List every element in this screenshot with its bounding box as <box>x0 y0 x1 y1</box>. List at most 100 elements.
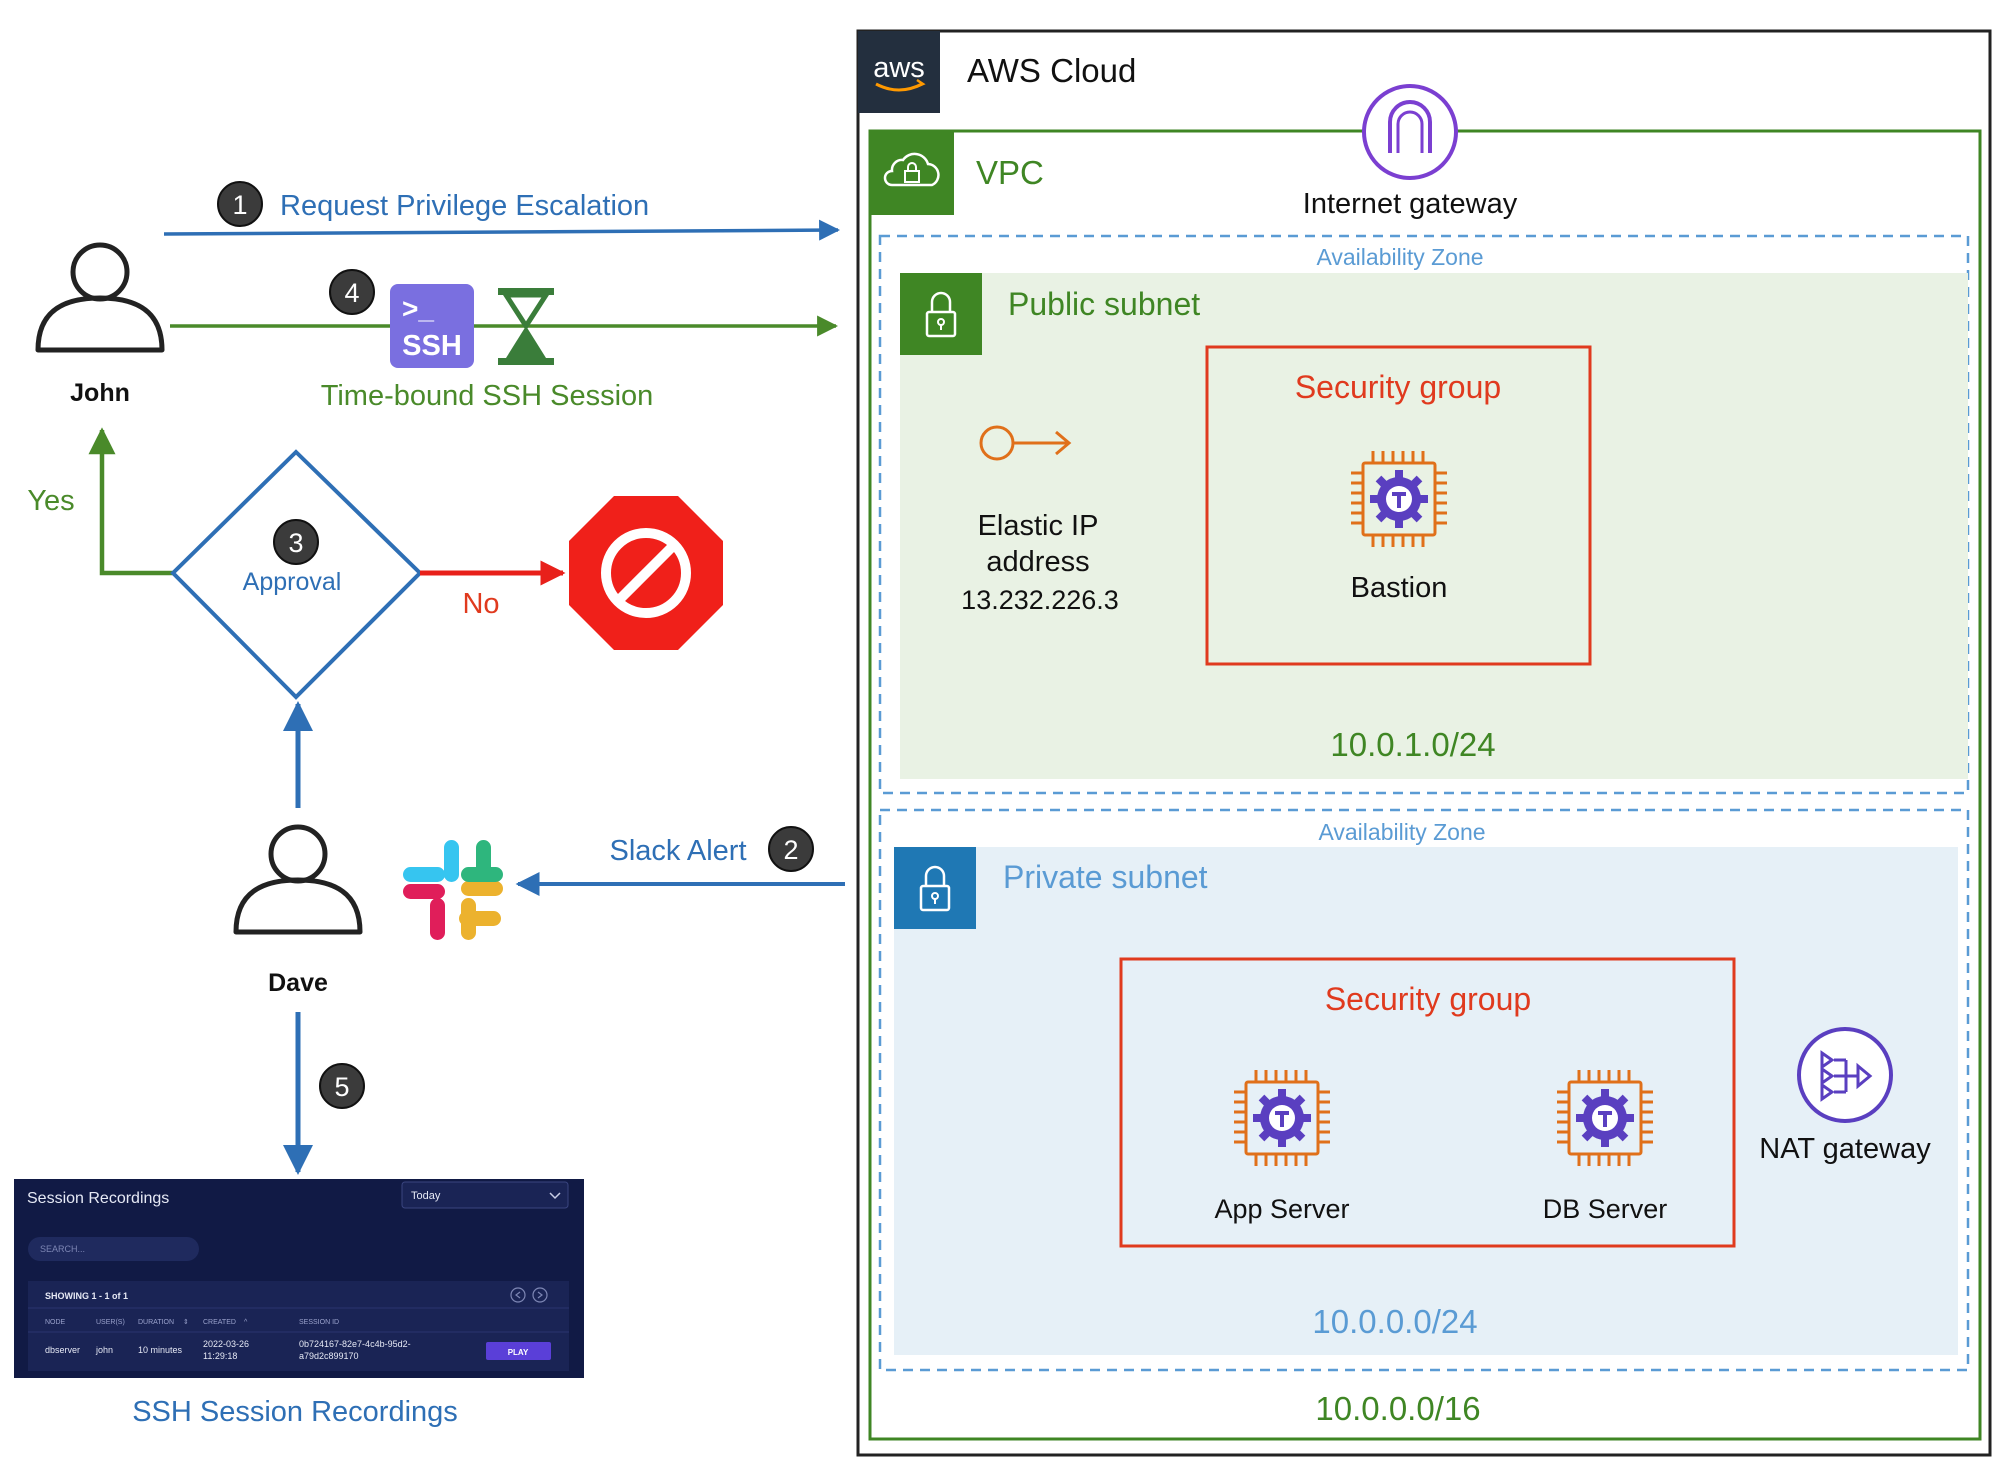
private-az-border <box>878 808 1970 1372</box>
public-security-group-label: Security group <box>1295 369 1501 405</box>
app-server-label: App Server <box>1214 1194 1349 1224</box>
svg-text:>_: >_ <box>402 293 434 324</box>
row-session-id-1: 0b724167-82e7-4c4b-95d2- <box>299 1339 411 1349</box>
recordings-filter-dropdown[interactable]: Today <box>401 1181 569 1209</box>
aws-cloud-label: AWS Cloud <box>967 52 1136 89</box>
private-security-group-label: Security group <box>1325 981 1531 1017</box>
elastic-ip-value: 13.232.226.3 <box>961 585 1119 615</box>
private-subnet-area <box>894 847 1958 1355</box>
public-subnet-cidr: 10.0.1.0/24 <box>1330 726 1495 763</box>
row-node: dbserver <box>45 1345 80 1355</box>
private-subnet-cidr: 10.0.0.0/24 <box>1312 1303 1477 1340</box>
step1-request: 1 Request Privilege Escalation <box>163 181 841 241</box>
aws-logo-text: aws <box>873 52 925 84</box>
step1-arrow <box>163 219 841 241</box>
internet-gateway: Internet gateway <box>1303 84 1518 220</box>
yes-label: Yes <box>27 485 74 517</box>
chevron-down-icon <box>549 1192 561 1200</box>
private-subnet: Private subnet Security group App Server… <box>894 847 1958 1355</box>
step3-number: 3 <box>288 528 303 558</box>
recordings-search-placeholder: SEARCH... <box>40 1244 85 1254</box>
column-header-users[interactable]: USER(S) <box>96 1319 125 1326</box>
prev-page-icon[interactable] <box>510 1287 526 1303</box>
internet-gateway-label: Internet gateway <box>1303 188 1518 220</box>
aws-cloud-group: aws AWS Cloud <box>856 29 1992 1457</box>
step3-badge <box>273 519 319 565</box>
public-az-label: Availability Zone <box>1316 244 1483 270</box>
sort-icon: ⇕ <box>183 1318 189 1326</box>
john-person-icon <box>38 245 162 350</box>
step5-recordings: 5 <box>283 1012 365 1175</box>
denied-stop-icon <box>569 496 723 650</box>
step2-slack-alert: Slack Alert 2 <box>515 826 845 896</box>
next-page-icon[interactable] <box>532 1287 548 1303</box>
recordings-table <box>28 1281 569 1371</box>
step4-label: Time-bound SSH Session <box>321 380 654 412</box>
recordings-showing-count: SHOWING 1 - 1 of 1 <box>45 1291 128 1301</box>
vpc-icon-tile <box>870 131 954 215</box>
step2-badge <box>768 826 814 872</box>
john-label: John <box>70 379 130 407</box>
private-subnet-icon-tile <box>894 847 976 929</box>
private-availability-zone: Availability Zone <box>878 808 1970 1372</box>
column-header-created[interactable]: CREATED <box>203 1319 236 1326</box>
step1-label: Request Privilege Escalation <box>280 190 649 222</box>
approval-decision: Yes 3 Approval No <box>27 427 566 700</box>
row-session-id-2: a79d2c899170 <box>299 1351 359 1361</box>
recordings-caption: SSH Session Recordings <box>132 1396 458 1428</box>
ssh-icon: >_ SSH <box>390 284 474 368</box>
dave-user: Dave <box>236 701 360 997</box>
john-user: John <box>38 245 162 407</box>
row-duration: 10 minutes <box>138 1345 183 1355</box>
aws-cloud-border <box>856 29 1992 1457</box>
public-subnet-icon-tile <box>900 273 982 355</box>
row-created-time: 11:29:18 <box>203 1351 237 1361</box>
dave-label: Dave <box>268 969 328 997</box>
step2-label: Slack Alert <box>610 835 747 867</box>
step1-badge <box>217 181 263 227</box>
aws-logo-tile <box>858 31 940 113</box>
public-subnet: Public subnet Elastic IP address 13.232.… <box>900 273 1968 779</box>
elastic-ip-label-line1: Elastic IP <box>978 510 1099 542</box>
approval-diamond <box>170 449 423 700</box>
nat-gateway-icon <box>1797 1027 1893 1123</box>
recordings-title: Session Recordings <box>27 1190 169 1207</box>
step5-number: 5 <box>334 1072 349 1102</box>
hourglass-icon <box>498 288 554 365</box>
public-subnet-label: Public subnet <box>1008 286 1200 322</box>
column-header-session-id[interactable]: SESSION ID <box>299 1319 339 1326</box>
recordings-filter-value: Today <box>411 1190 441 1202</box>
elastic-ip-label-line2: address <box>986 546 1089 578</box>
table-row[interactable]: dbserver john 10 minutes 2022-03-26 11:2… <box>45 1339 551 1361</box>
step3-label: Approval <box>243 568 342 596</box>
public-security-group-box <box>1205 345 1592 666</box>
column-header-duration[interactable]: DURATION <box>138 1319 174 1326</box>
private-subnet-label: Private subnet <box>1003 859 1208 895</box>
no-label: No <box>462 588 499 620</box>
column-header-node[interactable]: NODE <box>45 1319 66 1326</box>
step4-ssh-session: 4 >_ SSH Time-bound SSH Session <box>170 269 839 412</box>
bastion-label: Bastion <box>1351 572 1448 604</box>
yes-connector <box>88 427 175 576</box>
dave-person-icon <box>236 827 360 932</box>
sort-ascending-icon: ^ <box>244 1319 248 1326</box>
step2-number: 2 <box>783 835 798 865</box>
private-az-label: Availability Zone <box>1318 819 1485 845</box>
cloud-lock-icon <box>883 152 940 187</box>
private-security-group-box <box>1119 957 1736 1248</box>
play-button[interactable]: PLAY <box>486 1342 551 1360</box>
step5-badge <box>319 1063 365 1109</box>
vpc-label: VPC <box>976 154 1044 191</box>
step4-number: 4 <box>344 278 359 308</box>
svg-text:SSH: SSH <box>402 330 462 362</box>
nat-gateway-label: NAT gateway <box>1759 1133 1931 1165</box>
row-created-date: 2022-03-26 <box>203 1339 249 1349</box>
play-button-label: PLAY <box>508 1348 529 1357</box>
slack-icon <box>403 840 503 940</box>
recordings-search-input[interactable]: SEARCH... <box>28 1237 199 1261</box>
internet-gateway-icon <box>1362 84 1458 180</box>
vpc-cidr: 10.0.0.0/16 <box>1315 1390 1480 1427</box>
elastic-ip-icon <box>979 425 1072 461</box>
